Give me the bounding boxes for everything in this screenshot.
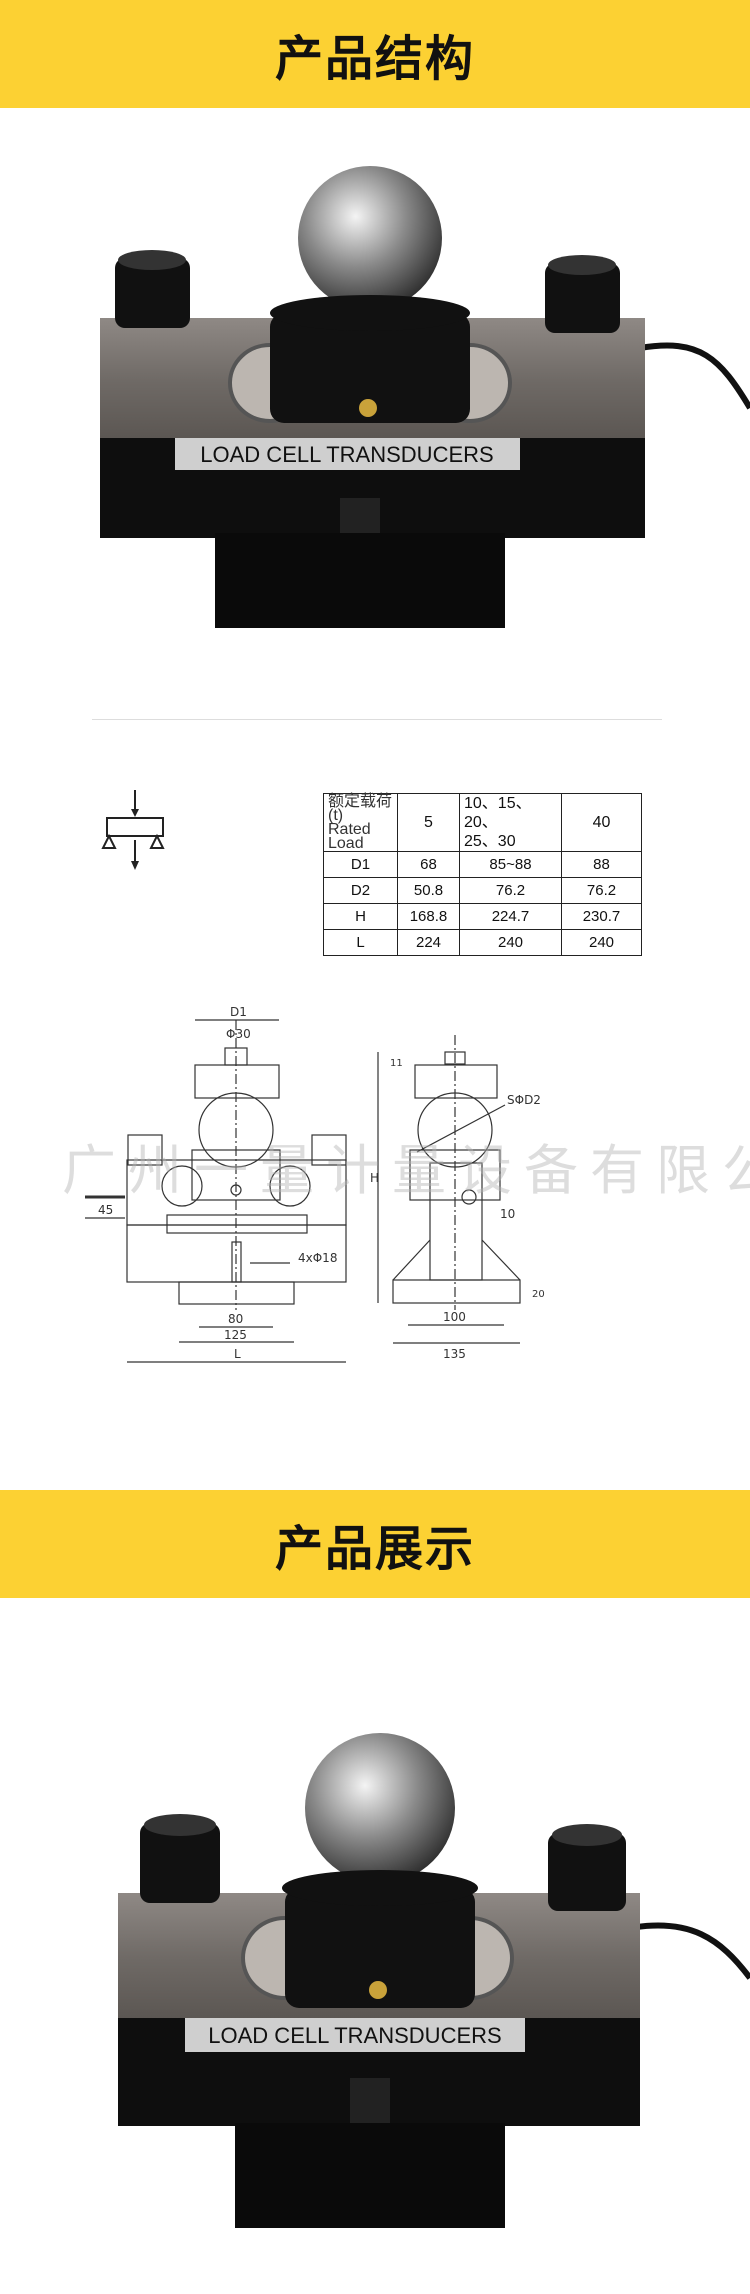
product-label: LOAD CELL TRANSDUCERS <box>200 442 493 467</box>
technical-drawing: D1 Φ30 45 4xΦ18 80 125 L H 11 SΦD2 10 20… <box>85 1005 545 1363</box>
cell: 88 <box>561 851 642 878</box>
cell: 240 <box>459 929 562 956</box>
cell: 240 <box>561 929 642 956</box>
dim-cable: 45 <box>98 1203 113 1217</box>
cell: 168.8 <box>397 903 460 930</box>
row-label: H <box>323 903 398 930</box>
dim-l: L <box>234 1347 241 1361</box>
cell: 76.2 <box>561 877 642 904</box>
product-label: LOAD CELL TRANSDUCERS <box>208 2023 501 2048</box>
load-cell-display-photo: LOAD CELL TRANSDUCERS <box>118 1733 750 2228</box>
row-label: L <box>323 929 398 956</box>
table-header-row: 额定载荷(t)Rated Load 5 10、15、20、 25、30 40 <box>323 792 642 852</box>
dim-11: 11 <box>390 1058 403 1069</box>
rated-load-cn: 额定载荷(t) <box>328 792 393 824</box>
col-header: 5 <box>397 793 460 852</box>
watermark: 广州一量计量设备有限公司 <box>62 1139 750 1202</box>
cell: 224 <box>397 929 460 956</box>
dim-135: 135 <box>443 1347 466 1361</box>
row-label: D2 <box>323 877 398 904</box>
section-title: 产品结构 <box>274 31 475 87</box>
cell: 50.8 <box>397 877 460 904</box>
load-cell-photo: LOAD CELL TRANSDUCERS <box>100 166 750 628</box>
dim-100: 100 <box>443 1310 466 1324</box>
cell: 224.7 <box>459 903 562 930</box>
row-label: D1 <box>323 851 398 878</box>
dim-sd2: SΦD2 <box>507 1093 541 1107</box>
dim-125: 125 <box>224 1328 247 1342</box>
section-banner-display: 产品展示 <box>0 1490 750 1598</box>
dim-20: 20 <box>532 1289 545 1300</box>
section-title: 产品展示 <box>274 1521 475 1577</box>
col-header: 25、30 <box>464 833 516 850</box>
cell: 230.7 <box>561 903 642 930</box>
section-banner-structure: 产品结构 <box>0 0 750 108</box>
dim-10: 10 <box>500 1207 515 1221</box>
rated-load-en: Rated Load <box>328 820 371 852</box>
dim-holes: 4xΦ18 <box>298 1251 337 1265</box>
col-header: 40 <box>561 793 642 852</box>
cell: 76.2 <box>459 877 562 904</box>
dim-d1: D1 <box>230 1005 247 1019</box>
dim-phi30: Φ30 <box>226 1027 251 1041</box>
dim-80: 80 <box>228 1312 243 1326</box>
load-diagram-icon <box>101 790 165 870</box>
dim-h: H <box>370 1171 379 1185</box>
cell: 68 <box>397 851 460 878</box>
spec-table: 额定载荷(t)Rated Load 5 10、15、20、 25、30 40 D1… <box>323 793 642 956</box>
divider <box>92 719 662 720</box>
cell: 85~88 <box>459 851 562 878</box>
col-header: 10、15、20、 <box>464 795 532 831</box>
